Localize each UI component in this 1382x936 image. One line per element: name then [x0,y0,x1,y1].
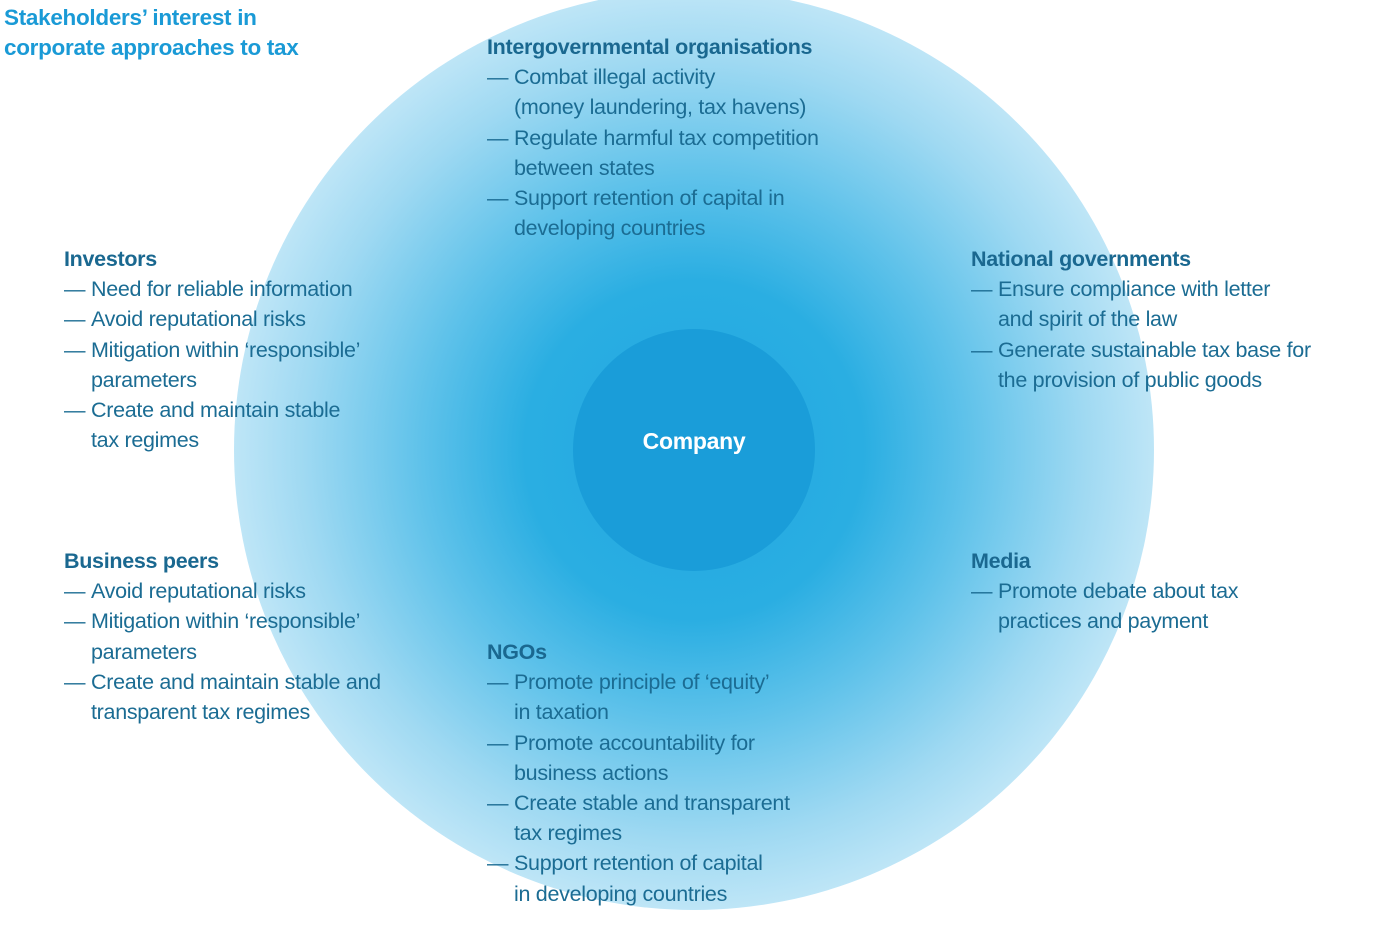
list-item-line: Create and maintain stable [91,398,341,423]
group-national-governments: National governments—Ensure compliance w… [971,244,1311,395]
list-item: —Mitigation within ‘responsible’ paramete… [64,606,381,666]
list-item-line: Support retention of capital [514,851,763,876]
title-line: Stakeholders’ interest in [4,5,257,30]
list-item: —Create stable and transparent tax regime… [487,788,790,848]
dash-bullet: — [487,125,509,150]
list-item: —Avoid reputational risks [64,576,381,606]
group-intergovernmental: Intergovernmental organisations—Combat i… [487,32,819,243]
list-item-line: tax regimes [91,428,199,453]
dash-bullet: — [487,186,509,211]
list-item-line: Create and maintain stable and [91,669,381,694]
list-item-line: Mitigation within ‘responsible’ [91,609,361,634]
list-item-line: parameters [91,367,197,392]
dash-bullet: — [64,277,86,302]
list-item: —Promote accountability for business acti… [487,728,790,788]
list-item-line: Need for reliable information [91,277,353,302]
list-item-line: transparent tax regimes [91,700,310,725]
list-item: —Create and maintain stable tax regimes [64,395,360,455]
dash-bullet: — [64,609,86,634]
title-line: corporate approaches to tax [4,35,299,60]
list-item: —Mitigation within ‘responsible’ paramete… [64,335,360,395]
list-item-line: business actions [514,760,669,785]
list-item-line: Mitigation within ‘responsible’ [91,337,361,362]
list-item-line: parameters [91,639,197,664]
diagram-title: Stakeholders’ interest in corporate appr… [4,3,299,63]
list-item-line: practices and payment [998,609,1209,634]
dash-bullet: — [487,851,509,876]
list-item: —Support retention of capital in developi… [487,848,790,908]
dash-bullet: — [487,730,509,755]
list-item-line: Avoid reputational risks [91,307,306,332]
list-item-line: Promote principle of ‘equity’ [514,670,770,695]
dash-bullet: — [487,791,509,816]
group-heading: Media [971,549,1031,573]
list-item-line: Support retention of capital in [514,186,785,211]
company-circle: Company [573,329,815,571]
list-item: —Support retention of capital in developi… [487,183,819,243]
group-ngos: NGOs—Promote principle of ‘equity’in tax… [487,637,790,909]
list-item: —Need for reliable information [64,274,360,304]
list-item: —Promote principle of ‘equity’ in taxatio… [487,667,790,727]
list-item-line: Create stable and transparent [514,791,790,816]
list-item-line: (money laundering, tax havens) [514,95,807,120]
list-item-line: the provision of public goods [998,367,1262,392]
group-business-peers: Business peers—Avoid reputational risks—… [64,546,381,727]
dash-bullet: — [64,307,86,332]
dash-bullet: — [487,670,509,695]
dash-bullet: — [971,337,993,362]
list-item-line: developing countries [514,216,706,241]
list-item-line: Promote debate about tax [998,579,1239,604]
list-item: —Combat illegal activity (money launderin… [487,62,819,122]
group-heading: National governments [971,247,1191,271]
list-item-line: Combat illegal activity [514,65,716,90]
list-item: —Ensure compliance with letter and spirit… [971,274,1311,334]
list-item-line: Avoid reputational risks [91,579,306,604]
dash-bullet: — [64,579,86,604]
list-item: —Avoid reputational risks [64,304,360,334]
dash-bullet: — [487,65,509,90]
company-label: Company [642,427,746,454]
dash-bullet: — [971,277,993,302]
group-media: Media —Promote debate about tax practices … [971,546,1239,637]
list-item: —Promote debate about tax practices and p… [971,576,1239,636]
list-item-line: tax regimes [514,821,622,846]
list-item-line: in developing countries [514,881,728,906]
dash-bullet: — [64,669,86,694]
group-investors: Investors—Need for reliable information—… [64,244,360,455]
list-item-line: Promote accountability for [514,730,755,755]
list-item-line: in taxation [514,700,609,725]
dash-bullet: — [64,398,86,423]
list-item-line: Regulate harmful tax competition [514,125,819,150]
dash-bullet: — [971,579,993,604]
list-item-line: Ensure compliance with letter [998,277,1271,302]
list-item: —Regulate harmful tax competition between… [487,123,819,183]
list-item-line: between states [514,155,655,180]
list-item-line: Generate sustainable tax base for [998,337,1311,362]
dash-bullet: — [64,337,86,362]
list-item: —Create and maintain stable and transpare… [64,667,381,727]
group-heading: Intergovernmental organisations [487,35,813,59]
list-item: —Generate sustainable tax base for the pr… [971,335,1311,395]
group-heading: Business peers [64,549,219,573]
group-heading: NGOs [487,640,547,664]
list-item-line: and spirit of the law [998,307,1177,332]
group-heading: Investors [64,247,157,271]
